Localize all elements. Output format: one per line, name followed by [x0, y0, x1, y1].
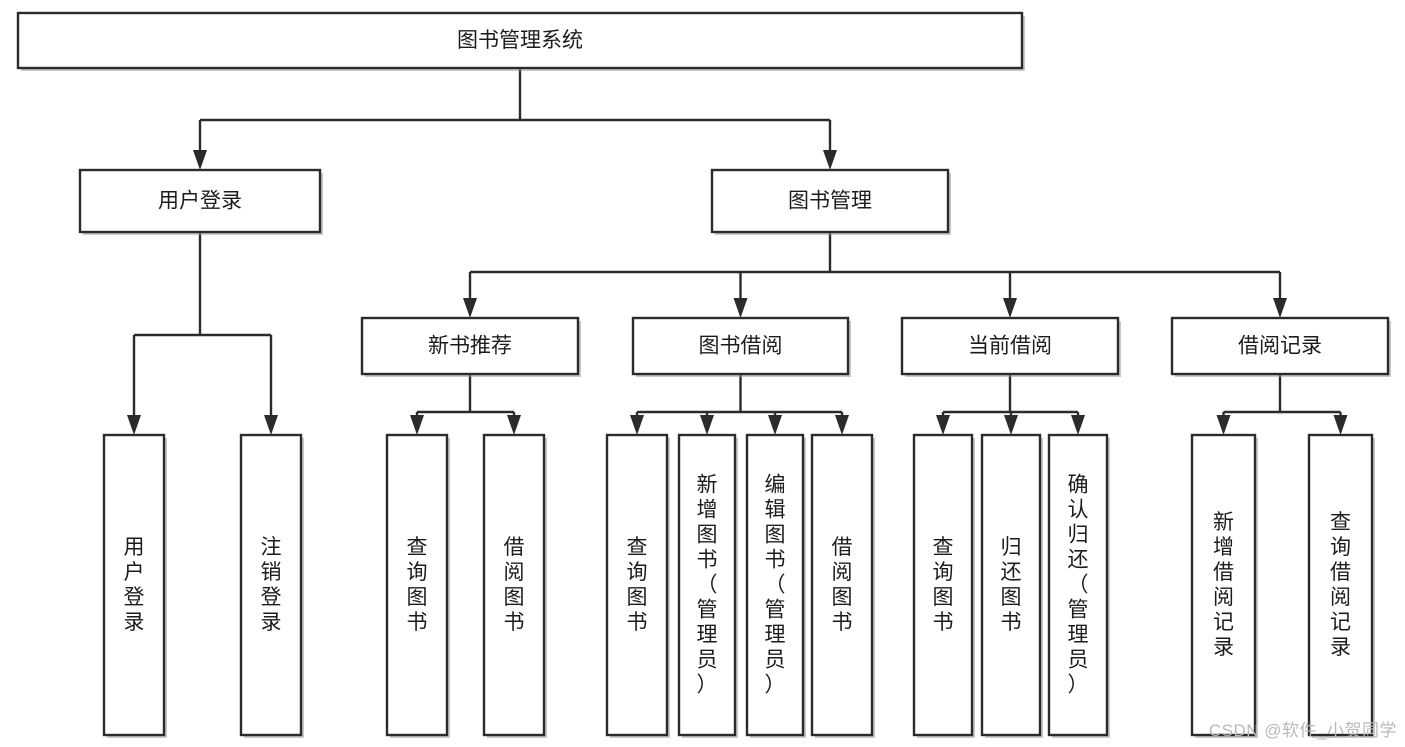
node-leaf-query-book-1[interactable]: 查询图书 — [385, 433, 450, 738]
node-boxes-group: 图书管理系统用户登录图书管理新书推荐图书借阅当前借阅借阅记录用户登录注销登录查询… — [16, 11, 1391, 738]
node-label: 用户登录 — [158, 190, 242, 213]
arrow-head-icon — [700, 415, 714, 435]
arrow-head-icon — [823, 150, 837, 170]
node-leaf-edit-book[interactable]: 编辑图书（管理员） — [745, 433, 806, 738]
connector-lines-group — [127, 68, 1348, 435]
node-label: 确认归还（管理员） — [1068, 474, 1089, 697]
node-rect — [1190, 433, 1257, 737]
node-rect — [1047, 433, 1109, 737]
node-rect — [810, 433, 874, 737]
arrow-head-icon — [193, 150, 207, 170]
node-label: 借阅图书 — [504, 536, 525, 634]
node-rect — [1307, 433, 1374, 737]
arrow-head-icon — [630, 415, 644, 435]
node-label: 查询图书 — [407, 536, 428, 634]
node-book-management[interactable]: 图书管理 — [710, 168, 951, 235]
node-label: 借阅记录 — [1238, 335, 1322, 358]
node-label: 新书推荐 — [428, 335, 512, 358]
node-current-borrow[interactable]: 当前借阅 — [900, 316, 1121, 377]
node-label: 图书管理系统 — [457, 29, 583, 52]
arrow-head-icon — [127, 415, 141, 435]
node-label: 归还图书 — [1001, 536, 1022, 634]
node-leaf-user-login[interactable]: 用户登录 — [102, 433, 167, 738]
node-leaf-add-record[interactable]: 新增借阅记录 — [1190, 433, 1258, 738]
node-rect — [1170, 316, 1390, 376]
node-leaf-add-book[interactable]: 新增图书（管理员） — [677, 433, 738, 738]
node-rect — [912, 433, 974, 737]
node-rect — [385, 433, 449, 737]
arrow-head-icon — [936, 415, 950, 435]
node-label: 用户登录 — [124, 536, 145, 634]
node-root-root[interactable]: 图书管理系统 — [16, 11, 1025, 71]
node-label: 借阅图书 — [832, 536, 853, 634]
node-rect — [239, 433, 303, 737]
arrow-head-icon — [1003, 298, 1017, 318]
arrow-head-icon — [507, 415, 521, 435]
node-user-login[interactable]: 用户登录 — [78, 168, 323, 235]
node-leaf-confirm-return[interactable]: 确认归还（管理员） — [1047, 433, 1110, 738]
node-rect — [16, 11, 1024, 70]
node-rect — [745, 433, 805, 737]
arrow-head-icon — [463, 298, 477, 318]
node-book-borrow[interactable]: 图书借阅 — [631, 316, 851, 377]
node-borrow-record[interactable]: 借阅记录 — [1170, 316, 1391, 377]
node-rect — [482, 433, 546, 737]
arrow-head-icon — [1216, 415, 1231, 435]
arrow-head-icon — [1004, 415, 1018, 435]
node-leaf-logout-login[interactable]: 注销登录 — [239, 433, 304, 738]
arrow-head-icon — [1333, 415, 1348, 435]
node-label: 查询借阅记录 — [1330, 511, 1351, 659]
arrow-head-icon — [733, 298, 748, 318]
node-rect — [677, 433, 737, 737]
node-leaf-query-book-2[interactable]: 查询图书 — [605, 433, 670, 738]
arrow-head-icon — [768, 415, 782, 435]
node-leaf-query-record[interactable]: 查询借阅记录 — [1307, 433, 1375, 738]
node-rect — [631, 316, 850, 376]
arrow-head-icon — [410, 415, 424, 435]
arrow-head-icon — [264, 415, 278, 435]
arrow-head-icon — [1273, 298, 1287, 318]
node-label: 当前借阅 — [968, 335, 1052, 358]
node-leaf-borrow-book-2[interactable]: 借阅图书 — [810, 433, 875, 738]
node-label: 编辑图书（管理员） — [765, 474, 786, 697]
node-new-book-recommend[interactable]: 新书推荐 — [360, 316, 581, 377]
node-leaf-query-book-3[interactable]: 查询图书 — [912, 433, 975, 738]
node-label: 图书管理 — [788, 190, 872, 213]
node-label: 新增图书（管理员） — [697, 474, 718, 697]
node-rect — [360, 316, 580, 376]
node-label: 注销登录 — [261, 536, 282, 634]
node-rect — [78, 168, 322, 234]
node-label: 查询图书 — [933, 536, 954, 634]
node-label: 图书借阅 — [699, 335, 783, 358]
node-rect — [605, 433, 669, 737]
node-rect — [900, 316, 1120, 376]
node-rect — [710, 168, 950, 234]
node-rect — [980, 433, 1042, 737]
arrow-head-icon — [835, 415, 849, 435]
node-rect — [102, 433, 166, 737]
node-label: 查询图书 — [627, 536, 648, 634]
node-leaf-borrow-book-1[interactable]: 借阅图书 — [482, 433, 547, 738]
node-leaf-return-book[interactable]: 归还图书 — [980, 433, 1043, 738]
node-label: 新增借阅记录 — [1213, 511, 1234, 659]
csdn-watermark: CSDN @软件_小贺同学 — [1208, 721, 1397, 740]
arrow-head-icon — [1071, 415, 1085, 435]
